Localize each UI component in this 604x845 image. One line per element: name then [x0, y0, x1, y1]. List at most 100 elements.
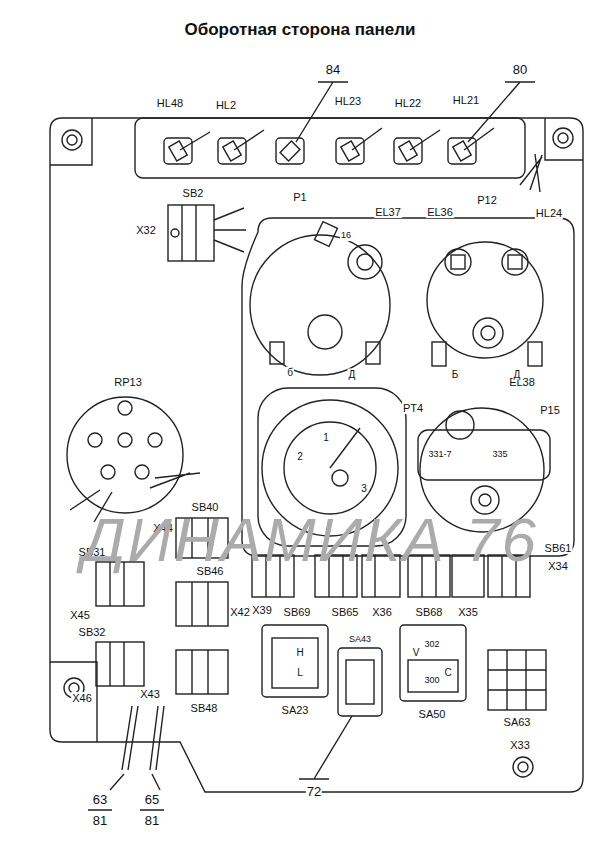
- watermark: ДИНАМИКА 76: [82, 506, 538, 574]
- connector-socket: [67, 397, 200, 522]
- connector-socket: [88, 433, 102, 447]
- switch-block: [176, 582, 228, 626]
- component-label: SB48: [190, 702, 219, 714]
- component-label: SB2: [182, 187, 205, 199]
- gauge: [357, 254, 373, 270]
- component-label: X32: [135, 224, 157, 236]
- wire-bundle: [122, 706, 164, 770]
- gauge: [451, 255, 465, 269]
- switch-block: [176, 650, 228, 694]
- component-label: X43: [139, 688, 161, 700]
- component-label: X39: [251, 604, 273, 616]
- component-label: SA50: [418, 708, 447, 720]
- lamp-socket: [223, 141, 241, 161]
- gauge: [330, 428, 360, 468]
- callout-number: 81: [144, 814, 160, 828]
- component-label: 331-7: [427, 450, 452, 460]
- component-label: X36: [371, 606, 393, 618]
- gauge: [473, 318, 503, 348]
- lamp-strip: [135, 118, 525, 178]
- component-label: V: [412, 647, 421, 658]
- leader-line: [299, 716, 352, 779]
- mount-hole: [553, 128, 573, 148]
- component-label: HL2: [215, 99, 237, 111]
- selector-switch: [262, 625, 328, 697]
- component-label: SA63: [503, 716, 532, 728]
- leader-line: [296, 82, 348, 142]
- selector-switch: [400, 625, 466, 701]
- callout-number: 81: [92, 814, 108, 828]
- component-label: 300: [423, 676, 440, 686]
- component-label: 335: [491, 450, 508, 460]
- gauge: [427, 242, 543, 358]
- gauge: [332, 470, 348, 486]
- component-label: X34: [547, 560, 569, 572]
- selector-switch: [346, 660, 374, 704]
- component-label: RP13: [113, 376, 143, 388]
- gauge: [508, 255, 522, 269]
- component-label: X46: [71, 692, 93, 704]
- component-label: X35: [457, 606, 479, 618]
- gauge: [348, 245, 382, 279]
- lamp-socket: [280, 141, 300, 161]
- lamp-socket: [164, 128, 542, 192]
- leader-line: [140, 774, 164, 810]
- leader-line: [468, 82, 535, 142]
- leader-line: [88, 82, 535, 810]
- wire-bundle: [122, 706, 164, 770]
- gauge: [479, 494, 491, 506]
- leader-line: [88, 774, 124, 810]
- connector-socket: [118, 401, 132, 415]
- component-label: X42: [229, 606, 251, 618]
- gauge: [418, 430, 550, 480]
- switch-block: [192, 650, 208, 694]
- gauge: [315, 222, 338, 247]
- component-label: P15: [539, 404, 561, 416]
- lamp-socket: [276, 138, 304, 164]
- switch-block: [110, 642, 124, 686]
- lamp-socket: [453, 141, 471, 161]
- component-label: SB69: [283, 606, 312, 618]
- panel-relief: [545, 118, 583, 160]
- callout-number: 72: [306, 785, 322, 799]
- panel-relief: [50, 662, 97, 742]
- lamp-socket: [394, 138, 422, 164]
- component-label: L: [296, 667, 304, 678]
- callout-number: 84: [325, 63, 341, 77]
- component-label: 3: [360, 483, 368, 494]
- mount-hole: [558, 133, 568, 143]
- panel-relief: [50, 118, 92, 165]
- gauge: [528, 342, 542, 366]
- gauge: [432, 342, 446, 366]
- component-label: б: [286, 367, 294, 378]
- mount-hole: [513, 757, 533, 777]
- lamp-socket: [341, 141, 359, 161]
- component-label: X45: [69, 609, 91, 621]
- component-label: 16: [340, 231, 352, 241]
- component-label: SB65: [331, 606, 360, 618]
- component-label: SB32: [78, 626, 107, 638]
- component-label: SA43: [348, 635, 372, 645]
- component-label: P1: [292, 191, 307, 203]
- connector-socket: [101, 465, 115, 479]
- component-label: P12: [476, 194, 498, 206]
- mount-hole: [67, 135, 77, 145]
- gauge: [250, 235, 390, 375]
- component-label: EL37: [374, 206, 402, 218]
- gauge: [270, 342, 284, 364]
- switch-block: [168, 205, 214, 261]
- component-label: EL36: [426, 206, 454, 218]
- component-label: HL48: [156, 97, 184, 109]
- component-label: SB68: [415, 606, 444, 618]
- connector-socket: [148, 433, 162, 447]
- component-label: Д: [348, 369, 357, 380]
- selector-switch: [408, 660, 458, 692]
- mount-hole: [518, 762, 528, 772]
- component-label: HL24: [535, 207, 563, 219]
- callout-number: 65: [144, 793, 160, 807]
- component-label: H: [295, 647, 304, 658]
- component-label: SA23: [281, 704, 310, 716]
- gauge: [502, 249, 528, 275]
- callout-number: 80: [512, 63, 528, 77]
